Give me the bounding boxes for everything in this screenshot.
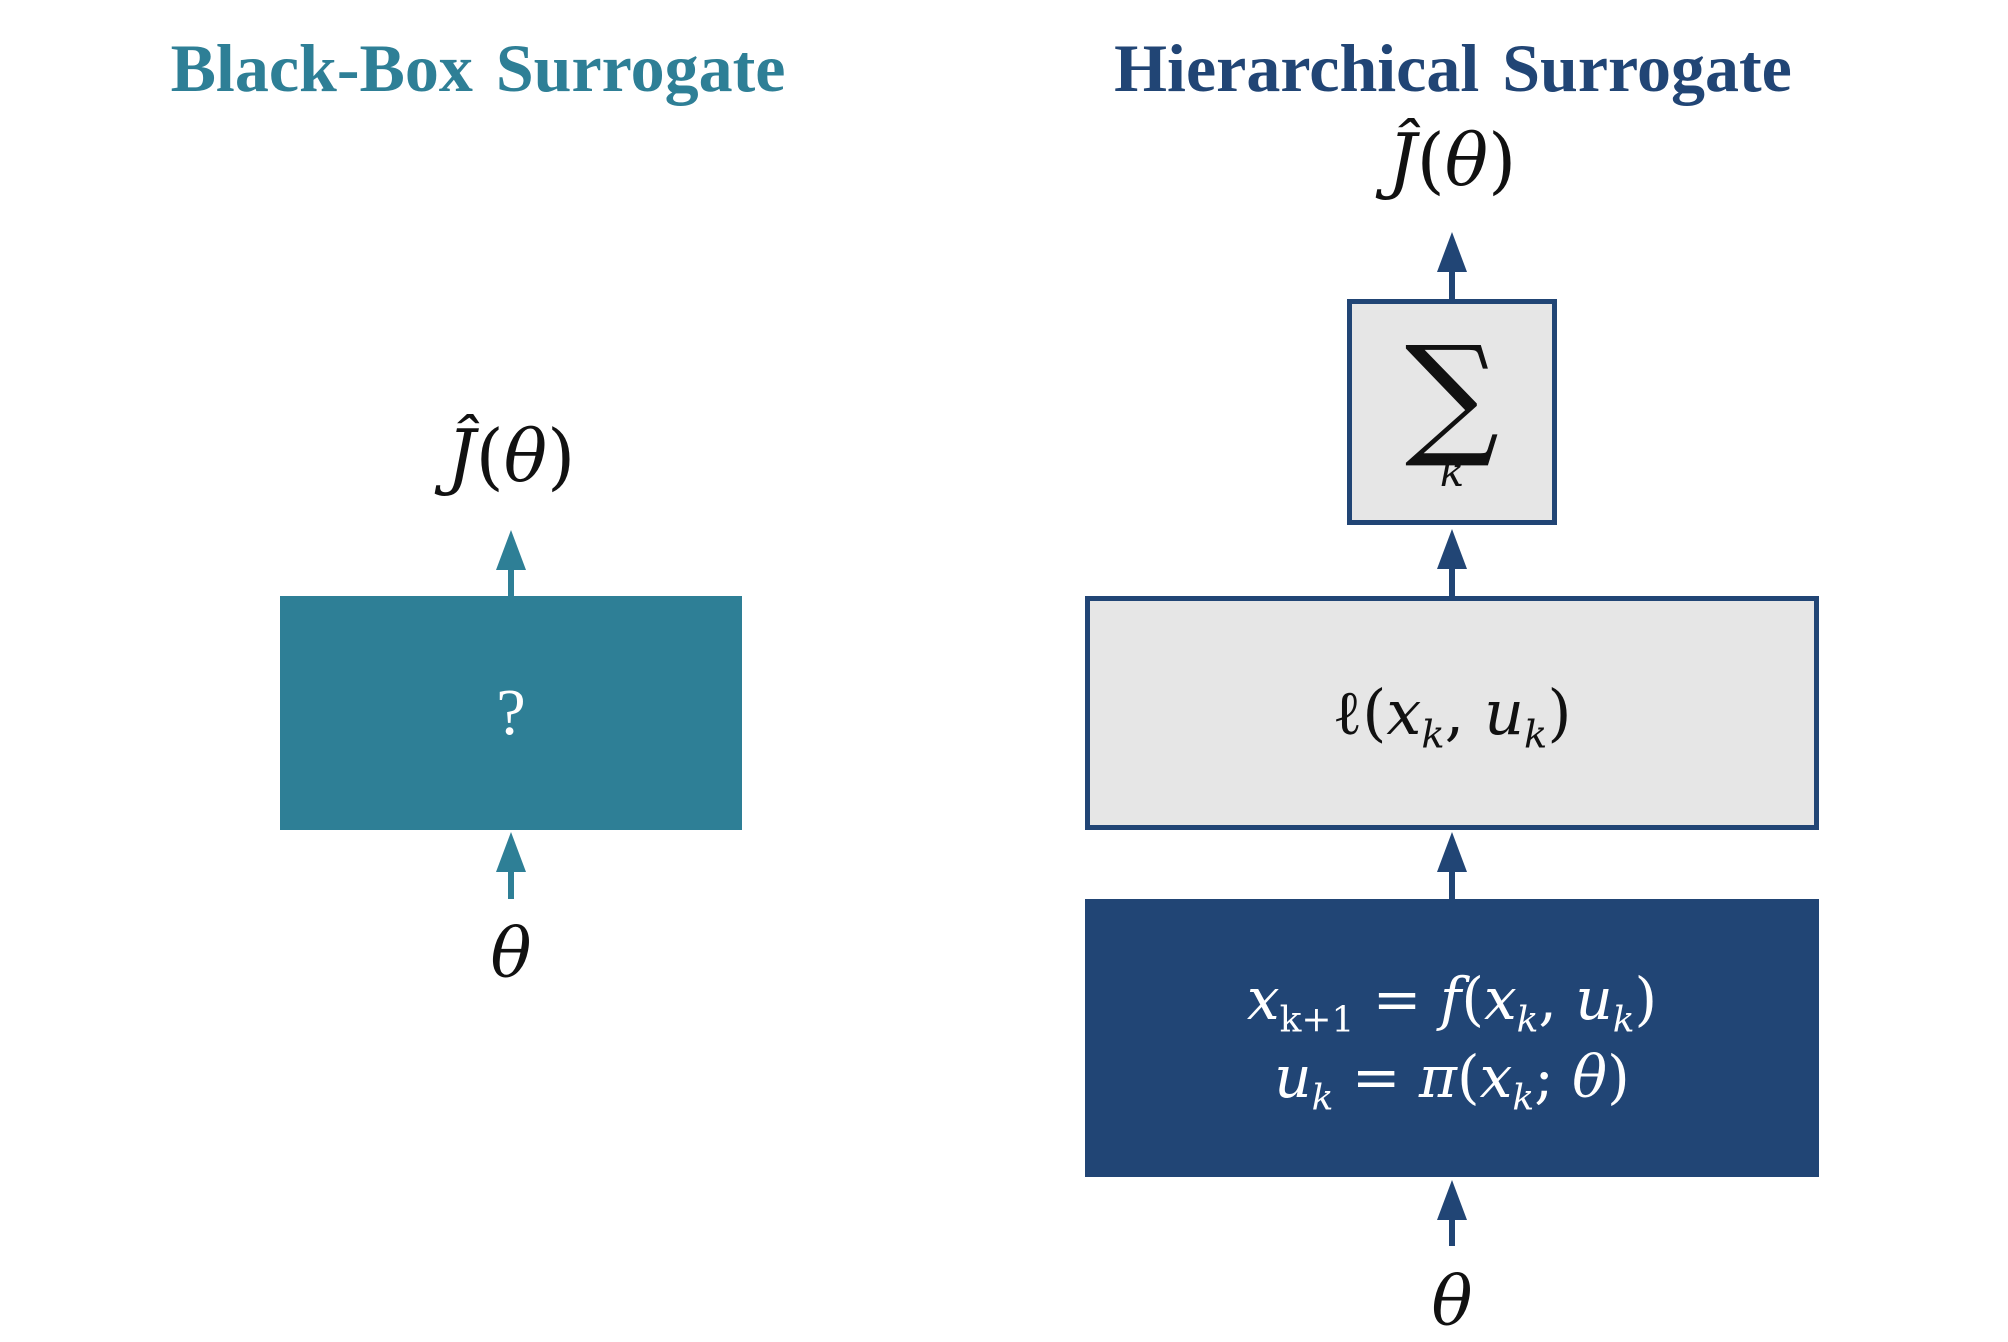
right-input-arrow xyxy=(1437,1180,1467,1246)
right-output-label: Ĵ(θ) xyxy=(1387,118,1517,202)
right-output-arrow xyxy=(1437,232,1467,299)
stage-cost-box: ℓ(xk, uk) xyxy=(1085,596,1819,830)
right-input-label: θ xyxy=(1431,1263,1473,1342)
left-input-arrow xyxy=(496,832,526,899)
summation-symbol: ∑ xyxy=(1404,318,1500,472)
dynamics-equation: xk+1 = f(xk, uk) xyxy=(1246,965,1658,1041)
black-box-question-mark: ? xyxy=(496,676,526,749)
stage-cost-expression: ℓ(xk, uk) xyxy=(1332,676,1572,758)
black-box-title: Black-Box Surrogate xyxy=(170,30,786,106)
dynamics-to-loss-arrow xyxy=(1437,832,1467,899)
left-output-label: Ĵ(θ) xyxy=(446,414,576,498)
loss-to-sum-arrow xyxy=(1437,529,1467,596)
black-box: ? xyxy=(280,596,742,830)
dynamics-box: xk+1 = f(xk, uk) uk = π(xk; θ) xyxy=(1085,899,1819,1177)
left-output-arrow xyxy=(496,530,526,596)
policy-equation: uk = π(xk; θ) xyxy=(1274,1043,1630,1119)
summation-index: k xyxy=(1439,450,1465,496)
summation-box: ∑ k xyxy=(1347,299,1557,525)
left-input-label: θ xyxy=(490,915,532,994)
hierarchical-title: Hierarchical Surrogate xyxy=(1114,30,1792,106)
